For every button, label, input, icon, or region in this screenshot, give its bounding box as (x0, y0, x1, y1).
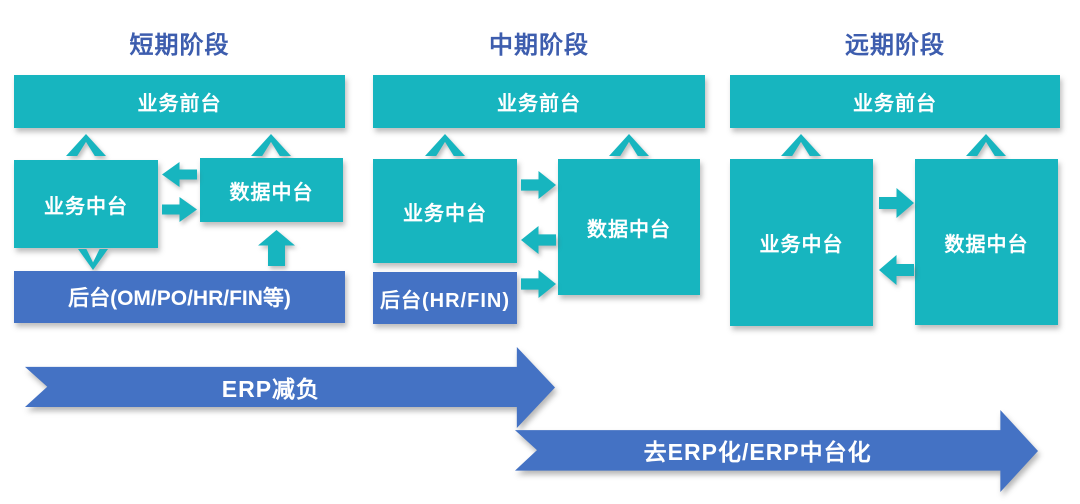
down-chevron-icon (78, 249, 108, 270)
arrow-right-icon (879, 188, 914, 218)
up-chevron-icon (781, 134, 821, 156)
up-chevron-icon (66, 134, 106, 156)
phase-3-business-mid-box: 业务中台 (730, 159, 873, 326)
phase-1-business-mid-box: 业务中台 (14, 160, 158, 248)
up-chevron-icon (425, 134, 465, 156)
arrow-right-icon (162, 197, 197, 222)
phase-3-front-label: 业务前台 (853, 93, 937, 115)
phase-2-backend-bar: 后台(HR/FIN) (373, 272, 517, 324)
up-chevron-icon (609, 134, 649, 156)
up-chevron-icon (251, 134, 291, 156)
phase-3-data-mid-box: 数据中台 (915, 159, 1058, 325)
up-chevron-icon (966, 134, 1006, 156)
phase-2-data-mid-box: 数据中台 (558, 159, 700, 295)
timeline-arrow-erp-reduction: ERP减负 (25, 347, 555, 428)
phase-3-business-mid-label: 业务中台 (759, 234, 844, 256)
arrow-up-icon (258, 230, 295, 266)
arrow-left-icon (879, 255, 914, 285)
phase-1-front-label: 业务前台 (137, 93, 222, 115)
arrow-right-icon (521, 171, 556, 199)
timeline-arrow-2-label: 去ERP化/ERP中台化 (643, 439, 872, 466)
phase-2-front-bar: 业务前台 (373, 75, 705, 128)
phase-1-business-mid-label: 业务中台 (44, 195, 128, 218)
phase-2-business-mid-box: 业务中台 (373, 159, 517, 263)
phase-3-data-mid-label: 数据中台 (944, 233, 1029, 256)
phase-1-front-bar: 业务前台 (14, 75, 345, 128)
arrow-right-icon (521, 270, 556, 298)
arrow-left-icon (521, 226, 556, 254)
timeline-arrow-de-erp: 去ERP化/ERP中台化 (515, 410, 1038, 492)
phase-3-title: 远期阶段 (845, 32, 945, 59)
phase-3-front-bar: 业务前台 (730, 75, 1060, 128)
phase-2-data-mid-label: 数据中台 (587, 218, 671, 241)
phase-2-front-label: 业务前台 (497, 93, 581, 115)
arrow-left-icon (162, 162, 197, 187)
timeline-arrow-1-label: ERP减负 (221, 375, 321, 402)
phase-2-title: 中期阶段 (489, 32, 589, 59)
phase-1-data-mid-box: 数据中台 (200, 158, 343, 222)
phase-2-business-mid-label: 业务中台 (403, 202, 487, 225)
phase-1-backend-bar: 后台(OM/PO/HR/FIN等) (14, 271, 345, 323)
phase-1-backend-label: 后台(OM/PO/HR/FIN等) (68, 287, 291, 310)
phase-1-title: 短期阶段 (129, 32, 230, 59)
phase-1-data-mid-label: 数据中台 (229, 181, 314, 204)
phase-2-backend-label: 后台(HR/FIN) (380, 289, 510, 312)
